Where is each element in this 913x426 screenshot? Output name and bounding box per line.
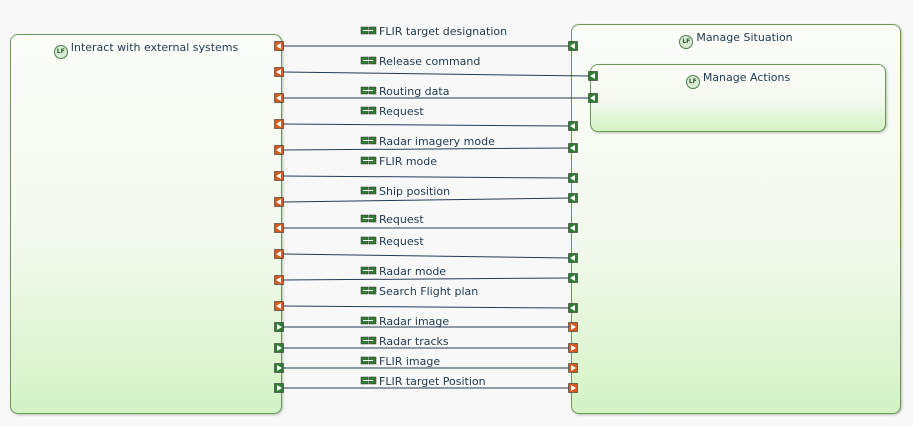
port-external-arrow — [276, 225, 281, 231]
exchange-label: Request — [379, 213, 424, 226]
exchange-label: Radar mode — [379, 265, 446, 278]
exchange-edge[interactable] — [282, 197, 570, 203]
exchange-label: Request — [379, 105, 424, 118]
port-external-arrow — [276, 277, 281, 283]
function-title: Interact with external systems — [70, 41, 239, 54]
exchange-label: FLIR target Position — [379, 375, 486, 388]
port-situation-arrow — [570, 305, 575, 311]
port-actions-arrow — [590, 95, 595, 101]
port-external-arrow — [276, 173, 281, 179]
port-external-arrow — [276, 121, 281, 127]
logical-function-icon: LF — [685, 75, 700, 89]
port-situation-arrow — [571, 345, 576, 351]
port-external-arrow — [277, 324, 282, 330]
exchange-label: Radar image — [379, 315, 449, 328]
port-external-arrow — [277, 365, 282, 371]
port-situation-arrow — [570, 255, 575, 261]
port-actions-arrow — [590, 73, 595, 79]
exchange-label: Routing data — [379, 85, 449, 98]
port-external-arrow — [277, 385, 282, 391]
exchange-label: Radar tracks — [379, 335, 449, 348]
exchange-edge[interactable] — [282, 71, 590, 77]
port-external-arrow — [276, 95, 281, 101]
exchange-label: FLIR target designation — [379, 25, 507, 38]
exchange-edge[interactable] — [282, 305, 570, 309]
port-situation-arrow — [571, 324, 576, 330]
port-situation-arrow — [570, 175, 575, 181]
exchange-label: Request — [379, 235, 424, 248]
port-external-arrow — [276, 147, 281, 153]
port-situation-arrow — [570, 43, 575, 49]
function-title: Manage Situation — [696, 31, 793, 44]
exchange-label: Release command — [379, 55, 480, 68]
port-situation-arrow — [570, 225, 575, 231]
exchange-edge[interactable] — [282, 277, 570, 281]
port-situation-arrow — [571, 385, 576, 391]
port-situation-arrow — [571, 365, 576, 371]
exchange-edge[interactable] — [282, 253, 570, 259]
exchange-label: Radar imagery mode — [379, 135, 495, 148]
port-external-arrow — [276, 43, 281, 49]
port-situation-arrow — [570, 275, 575, 281]
port-external-arrow — [276, 199, 281, 205]
port-situation-arrow — [570, 145, 575, 151]
exchange-edge[interactable] — [282, 123, 570, 127]
port-external-arrow — [276, 69, 281, 75]
logical-function-icon: LF — [679, 35, 694, 49]
exchange-edge[interactable] — [282, 147, 570, 151]
port-situation-arrow — [570, 123, 575, 129]
port-external-arrow — [276, 303, 281, 309]
exchange-label: FLIR image — [379, 355, 440, 368]
port-situation-arrow — [570, 195, 575, 201]
function-title: Manage Actions — [702, 71, 791, 84]
port-external-arrow — [276, 251, 281, 257]
logical-function-icon: LF — [53, 45, 68, 59]
exchange-edge[interactable] — [282, 175, 570, 179]
exchange-label: Ship position — [379, 185, 450, 198]
exchange-label: Search Flight plan — [379, 285, 478, 298]
port-external-arrow — [277, 345, 282, 351]
exchange-label: FLIR mode — [379, 155, 437, 168]
